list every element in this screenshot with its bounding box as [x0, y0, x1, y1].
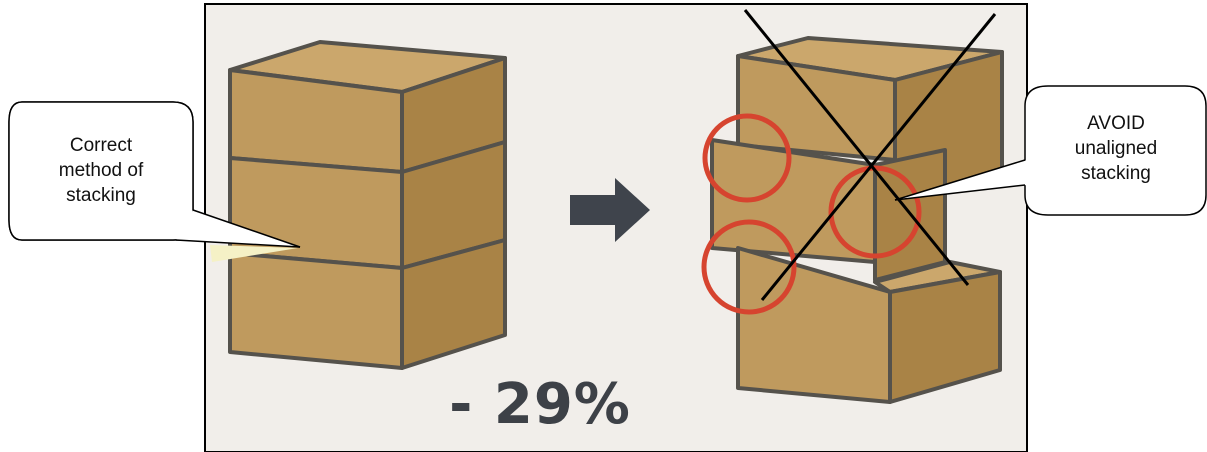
callout-avoid-line-3: stacking [1081, 163, 1151, 184]
reduction-percentage: - 29% [449, 372, 631, 437]
aligned-box-stack [228, 40, 507, 370]
box-front-face [228, 251, 404, 370]
callout-correct [8, 101, 301, 262]
callout-avoid-text: AVOID unaligned stacking [1030, 111, 1202, 186]
box-side-face [400, 238, 507, 370]
callout-avoid [894, 85, 1207, 216]
callout-avoid-line-1: AVOID [1087, 113, 1145, 134]
misaligned-box-stack [710, 36, 1004, 404]
cross-mark-icon [743, 9, 997, 301]
callout-avoid-line-2: unaligned [1074, 138, 1158, 159]
callout-correct-line-3: stacking [66, 185, 136, 206]
callout-correct-line-2: method of [58, 160, 144, 181]
callout-correct-text: Correct method of stacking [14, 133, 188, 208]
callout-correct-line-1: Correct [69, 135, 133, 156]
arrow-right-icon [570, 178, 650, 242]
